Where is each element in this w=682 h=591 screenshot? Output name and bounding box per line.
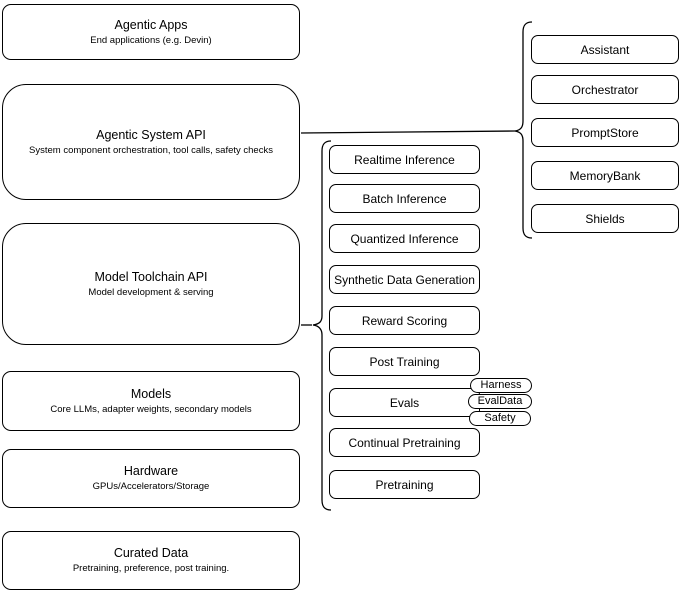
stack-box-title: Agentic Apps	[114, 17, 188, 32]
stack-box-subtitle: End applications (e.g. Devin)	[90, 34, 212, 46]
stack-box-title: Agentic System API	[96, 127, 206, 142]
stack-box-agentic-system-api: Agentic System API System component orch…	[2, 84, 300, 200]
toolchain-box-label: Batch Inference	[362, 191, 447, 206]
stack-box-hardware: Hardware GPUs/Accelerators/Storage	[2, 449, 300, 508]
toolchain-box-pretraining: Pretraining	[329, 470, 480, 499]
components-brace	[514, 21, 533, 239]
toolchain-box-batch-inference: Batch Inference	[329, 184, 480, 213]
evals-tag-label: EvalData	[477, 395, 523, 407]
stack-box-subtitle: GPUs/Accelerators/Storage	[92, 481, 210, 492]
toolchain-box-evals: Evals	[329, 388, 480, 417]
component-box-label: Assistant	[580, 42, 630, 57]
component-box-memorybank: MemoryBank	[531, 161, 679, 190]
component-box-label: PromptStore	[571, 125, 639, 140]
toolchain-box-label: Reward Scoring	[361, 313, 448, 328]
stack-box-model-toolchain-api: Model Toolchain API Model development & …	[2, 223, 300, 345]
toolchain-box-reward-scoring: Reward Scoring	[329, 306, 480, 335]
stack-box-agentic-apps: Agentic Apps End applications (e.g. Devi…	[2, 4, 300, 60]
evals-tag-harness: Harness	[470, 378, 532, 393]
toolchain-box-continual-pretraining: Continual Pretraining	[329, 428, 480, 457]
evals-tag-label: Safety	[484, 412, 516, 424]
evals-tag-evaldata: EvalData	[468, 394, 532, 409]
toolchain-box-post-training: Post Training	[329, 347, 480, 376]
component-box-shields: Shields	[531, 204, 679, 233]
toolchain-box-label: Evals	[389, 395, 420, 410]
toolchain-brace	[312, 140, 332, 511]
toolchain-box-quantized-inference: Quantized Inference	[329, 224, 480, 253]
toolchain-box-label: Synthetic Data Generation	[334, 272, 475, 287]
component-box-label: Orchestrator	[571, 82, 639, 97]
toolchain-box-realtime-inference: Realtime Inference	[329, 145, 480, 174]
stack-box-subtitle: Model development & serving	[88, 286, 214, 298]
stack-box-title: Model Toolchain API	[94, 269, 208, 284]
stack-box-subtitle: Pretraining, preference, post training.	[72, 563, 230, 574]
component-box-assistant: Assistant	[531, 35, 679, 64]
component-box-promptstore: PromptStore	[531, 118, 679, 147]
toolchain-box-synthetic-data-generation: Synthetic Data Generation	[329, 265, 480, 294]
toolchain-box-label: Continual Pretraining	[348, 435, 461, 450]
stack-box-title: Hardware	[123, 464, 179, 478]
toolchain-box-label: Pretraining	[375, 477, 434, 492]
stack-box-models: Models Core LLMs, adapter weights, secon…	[2, 371, 300, 431]
toolchain-box-label: Post Training	[369, 354, 440, 369]
component-box-orchestrator: Orchestrator	[531, 75, 679, 104]
component-box-label: Shields	[585, 211, 625, 226]
stack-box-title: Curated Data	[113, 546, 189, 560]
system-api-connector-line	[300, 130, 516, 134]
stack-box-title: Models	[130, 386, 172, 401]
toolchain-box-label: Quantized Inference	[350, 231, 459, 246]
stack-box-subtitle: System component orchestration, tool cal…	[29, 144, 273, 156]
evals-tag-safety: Safety	[469, 411, 531, 426]
evals-tag-label: Harness	[480, 379, 522, 391]
stack-box-curated-data: Curated Data Pretraining, preference, po…	[2, 531, 300, 590]
toolchain-box-label: Realtime Inference	[354, 152, 455, 167]
component-box-label: MemoryBank	[569, 168, 641, 183]
stack-box-subtitle: Core LLMs, adapter weights, secondary mo…	[50, 403, 252, 415]
